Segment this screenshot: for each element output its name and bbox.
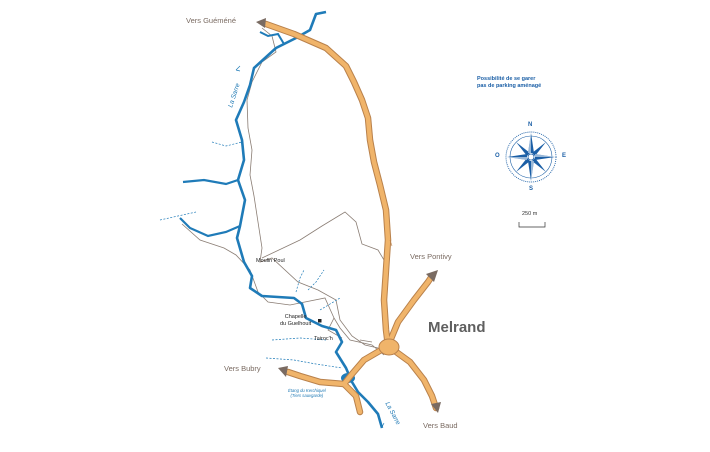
label-chapelle-line1: Chapelle xyxy=(284,314,307,320)
arrow-pontivy xyxy=(426,270,438,282)
parking-note-line2: pas de parking aménagé xyxy=(477,83,542,89)
melrand-circle xyxy=(378,338,400,356)
label-tairoch: Tairoc'h xyxy=(314,336,333,342)
parking-note: Possibilité de se garer pas de parking a… xyxy=(477,76,541,90)
compass-west-label: O xyxy=(495,153,500,159)
chapelle-marker xyxy=(318,319,322,323)
label-vers-guemene: Vers Guéméné xyxy=(186,16,237,25)
label-etang-line2: (Tiers sauvgarde) xyxy=(290,393,324,398)
town-label: Melrand xyxy=(428,319,486,336)
label-vers-baud: Vers Baud xyxy=(423,421,458,430)
label-etang: Étang du Kerchiquel (Tiers sauvgarde) xyxy=(288,388,326,398)
river-sarre xyxy=(234,10,384,429)
arrow-guemene xyxy=(256,18,266,28)
parking-note-line1: Possibilité de se garer xyxy=(477,76,536,82)
hiking-trail xyxy=(181,27,385,356)
road-marker xyxy=(389,239,393,247)
trail-east xyxy=(261,211,385,261)
direction-arrows xyxy=(256,18,441,413)
compass-rose-icon xyxy=(505,131,557,183)
label-chapelle: Chapelle du Guelhouit xyxy=(280,314,311,327)
compass-south-label: S xyxy=(529,186,534,192)
compass-north-label: N xyxy=(528,122,533,128)
scale-label: 250 m xyxy=(522,211,538,217)
compass-east-label: E xyxy=(562,153,567,159)
label-vers-pontivy: Vers Pontivy xyxy=(410,252,452,261)
scale-bar xyxy=(518,222,546,228)
arrow-bubry xyxy=(278,366,288,377)
label-chapelle-line2: du Guelhouit xyxy=(280,320,312,327)
arrow-baud xyxy=(431,402,441,413)
streams-dashed xyxy=(159,141,343,369)
river-tributary-west xyxy=(182,178,239,186)
river-tributary-sw xyxy=(179,217,241,238)
label-vers-bubry: Vers Bubry xyxy=(224,364,261,373)
label-moulin-poul: Moulin Poul xyxy=(256,258,285,264)
flow-arrows xyxy=(235,65,385,428)
label-etang-line1: Étang du Kerchiquel xyxy=(288,388,326,393)
roads xyxy=(262,20,440,416)
river-tributary-north xyxy=(259,31,285,45)
